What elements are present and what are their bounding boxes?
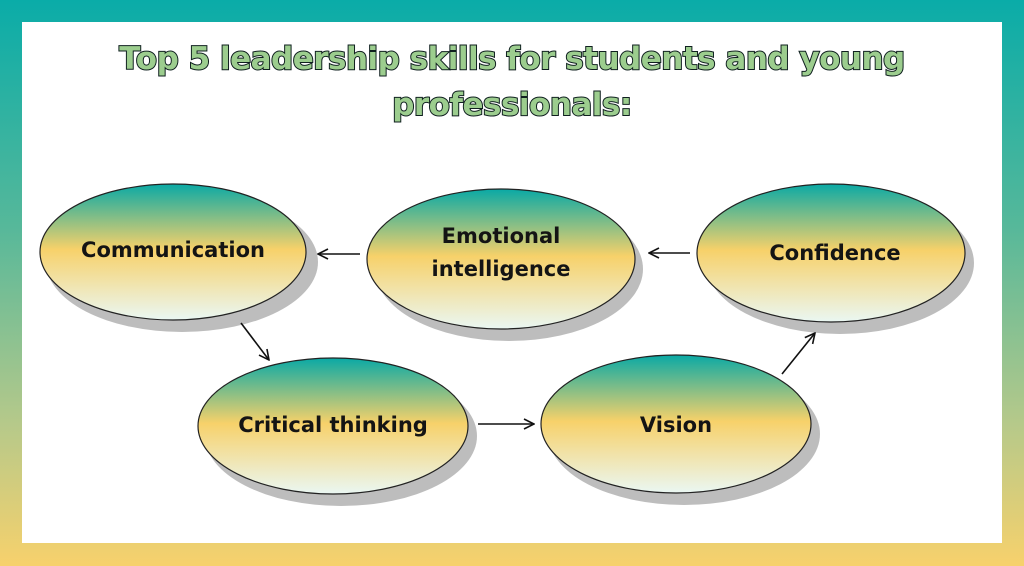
node-ellipse: [366, 188, 636, 330]
node-label: Communication: [81, 238, 265, 262]
node-emotional-intelligence: Emotional intelligence: [366, 188, 643, 341]
node-communication: Communication: [39, 183, 318, 332]
page-title: Top 5 leadership skills for students and…: [0, 36, 1024, 128]
node-confidence: Confidence: [696, 183, 974, 334]
arrow-vision-to-confidence: [781, 333, 815, 375]
node-label-line-2: intelligence: [432, 257, 571, 281]
node-ellipse: [197, 357, 469, 495]
node-vision: Vision: [540, 354, 820, 505]
node-label-line-1: Emotional: [442, 224, 561, 248]
node-ellipse: [540, 354, 812, 494]
node-critical-thinking: Critical thinking: [197, 357, 477, 506]
arrow-communication-to-critical: [240, 322, 269, 360]
node-ellipse: [39, 183, 307, 321]
node-label: Critical thinking: [238, 413, 428, 437]
node-ellipse: [696, 183, 966, 323]
title-line-2: professionals:: [391, 86, 633, 124]
node-label: Confidence: [769, 241, 900, 265]
node-label: Vision: [640, 413, 712, 437]
title-line-1: Top 5 leadership skills for students and…: [118, 40, 906, 78]
